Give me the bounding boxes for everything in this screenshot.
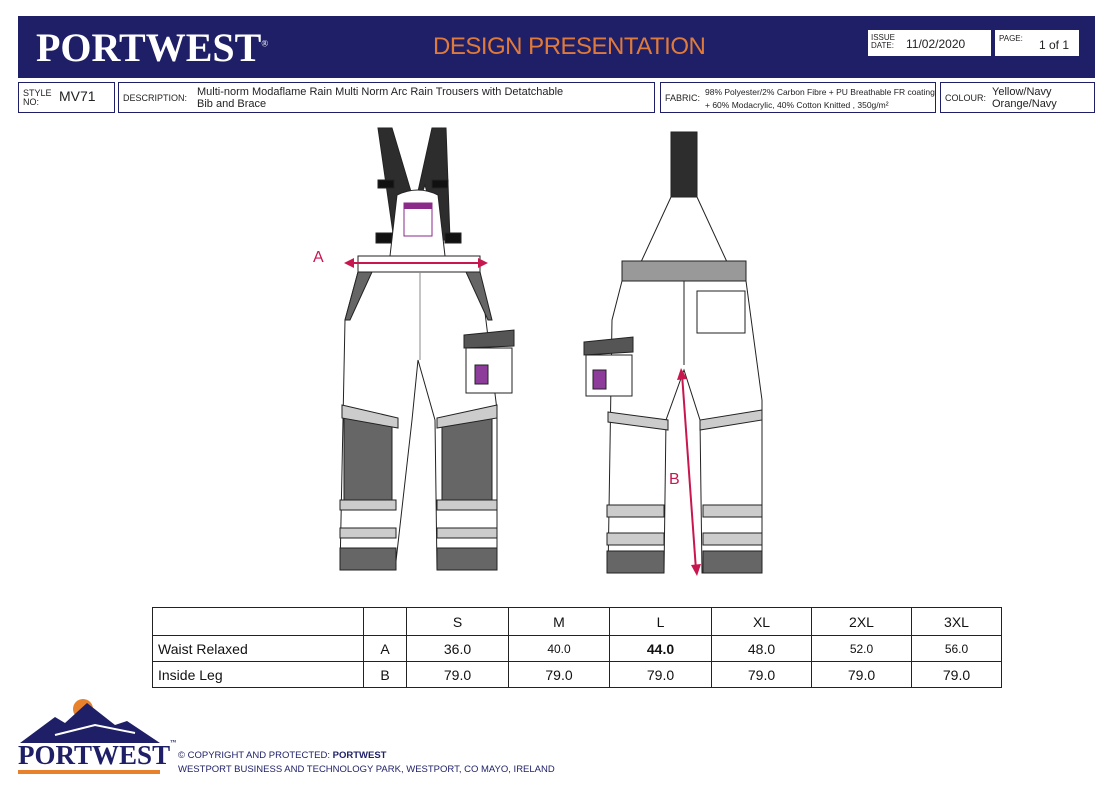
header-cell-xl: XL: [711, 607, 812, 636]
measure-b-label: B: [669, 471, 680, 488]
header-cell: [152, 607, 364, 636]
header-cell-l: L: [609, 607, 712, 636]
value-cell: 56.0: [911, 635, 1002, 662]
colour-line-1: Yellow/Navy: [992, 86, 1052, 98]
value-cell: 36.0: [406, 635, 509, 662]
footer-logo-text: PORTWEST: [18, 740, 171, 770]
value-cell: 79.0: [609, 661, 712, 688]
front-view-drawing: [339, 127, 515, 571]
footer-text: © COPYRIGHT AND PROTECTED: PORTWEST WEST…: [178, 749, 555, 777]
date-label: DATE:: [871, 41, 894, 50]
page-box: PAGE: 1 of 1: [995, 30, 1079, 56]
value-cell: 79.0: [811, 661, 912, 688]
description-line-2: Bib and Brace: [197, 98, 267, 110]
measure-a-arrow: [344, 258, 488, 268]
portwest-logo: PORTWEST®: [36, 24, 268, 71]
fabric-cell: FABRIC: 98% Polyester/2% Carbon Fibre + …: [660, 82, 936, 113]
value-cell: 79.0: [911, 661, 1002, 688]
trademark: ™: [170, 740, 177, 746]
colour-cell: COLOUR: Yellow/Navy Orange/Navy: [940, 82, 1095, 113]
table-header-row: S M L XL 2XL 3XL: [152, 607, 1002, 636]
style-label: STYLE: [23, 88, 52, 98]
style-no: MV71: [59, 88, 96, 104]
header-cell-2xl: 2XL: [811, 607, 912, 636]
fabric-line-2: + 60% Modacrylic, 40% Cotton Knitted , 3…: [705, 100, 889, 110]
value-cell: 44.0: [609, 635, 712, 662]
header-cell: [363, 607, 407, 636]
page-value: 1 of 1: [1039, 38, 1070, 52]
row-name: Inside Leg: [152, 661, 364, 688]
description-cell: DESCRIPTION: Multi-norm Modaflame Rain M…: [118, 82, 655, 113]
measure-a-label: A: [313, 249, 324, 266]
description-label: DESCRIPTION:: [123, 93, 188, 103]
address-text: WESTPORT BUSINESS AND TECHNOLOGY PARK, W…: [178, 764, 555, 775]
footer-logo-underline: [18, 770, 160, 774]
table-row: Waist Relaxed A 36.0 40.0 44.0 48.0 52.0…: [152, 635, 1002, 662]
value-cell: 52.0: [811, 635, 912, 662]
page-label: PAGE:: [999, 34, 1023, 43]
footer-logo: PORTWEST™: [18, 740, 176, 771]
copyright-brand: PORTWEST: [332, 750, 387, 761]
measure-b-arrow: [677, 368, 701, 576]
logo-text: PORTWEST: [36, 25, 262, 70]
issue-label: ISSUE: [871, 33, 896, 42]
description-line-1: Multi-norm Modaflame Rain Multi Norm Arc…: [197, 86, 564, 98]
row-code: B: [363, 661, 407, 688]
colour-line-2: Orange/Navy: [992, 98, 1057, 110]
mountain-sun-logo-icon: [20, 699, 160, 743]
size-table: S M L XL 2XL 3XL Waist Relaxed A 36.0 40…: [152, 607, 1002, 688]
header-cell-3xl: 3XL: [911, 607, 1002, 636]
no-label: NO:: [23, 97, 40, 107]
header-cell-m: M: [508, 607, 610, 636]
colour-label: COLOUR:: [945, 93, 987, 103]
row-code: A: [363, 635, 407, 662]
value-cell: 79.0: [711, 661, 812, 688]
trousers-technical-drawing: [339, 127, 763, 576]
copyright-text: © COPYRIGHT AND PROTECTED:: [178, 750, 333, 761]
page-title: DESIGN PRESENTATION: [433, 33, 706, 60]
value-cell: 79.0: [406, 661, 509, 688]
table-row: Inside Leg B 79.0 79.0 79.0 79.0 79.0 79…: [152, 661, 1002, 688]
value-cell: 40.0: [508, 635, 610, 662]
issue-date: 11/02/2020: [906, 37, 966, 51]
fabric-line-1: 98% Polyester/2% Carbon Fibre + PU Breat…: [705, 87, 935, 97]
registered-mark: ®: [261, 38, 269, 49]
value-cell: 48.0: [711, 635, 812, 662]
back-view-drawing: [583, 131, 763, 574]
value-cell: 79.0: [508, 661, 610, 688]
row-name: Waist Relaxed: [152, 635, 364, 662]
header-cell-s: S: [406, 607, 509, 636]
fabric-label: FABRIC:: [665, 93, 701, 103]
